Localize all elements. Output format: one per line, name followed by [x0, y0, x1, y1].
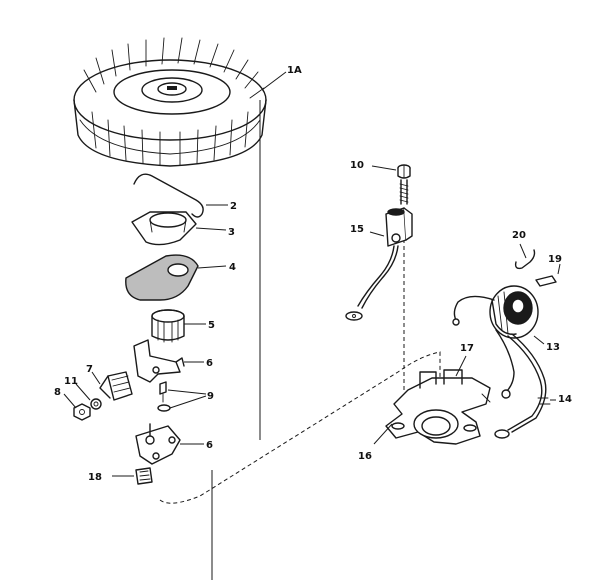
label-17: 17 — [460, 343, 474, 354]
key-part — [535, 263, 561, 287]
bushing-part — [151, 309, 206, 343]
label-4: 4 — [229, 262, 236, 273]
label-14: 14 — [558, 394, 572, 405]
label-7: 7 — [86, 364, 93, 375]
flywheel-part — [73, 37, 287, 167]
mounting-plate-part — [135, 423, 204, 465]
label-13: 13 — [546, 342, 560, 353]
screw-part — [371, 164, 411, 205]
label-6a: 6 — [206, 358, 213, 369]
breaker-points-part — [133, 339, 204, 383]
alignment-lines — [159, 100, 441, 580]
label-3: 3 — [228, 227, 235, 238]
coil-bracket-part — [373, 355, 491, 445]
hex-nut-part — [73, 403, 91, 421]
label-1a: 1A — [287, 65, 302, 76]
terminal-bracket-part — [99, 371, 133, 401]
label-8: 8 — [54, 387, 61, 398]
ignition-coil-part — [452, 285, 556, 439]
label-9: 9 — [207, 391, 214, 402]
label-2: 2 — [230, 201, 237, 212]
label-19: 19 — [548, 254, 562, 265]
label-15: 15 — [350, 224, 364, 235]
spring-wire-part — [514, 243, 536, 270]
label-16: 16 — [358, 451, 372, 462]
label-10: 10 — [350, 160, 364, 171]
gasket-part — [125, 254, 227, 301]
condenser-part — [345, 207, 413, 321]
label-18: 18 — [88, 472, 102, 483]
lock-washer-part — [90, 398, 102, 410]
dust-cover-part — [131, 211, 227, 246]
label-11: 11 — [64, 376, 78, 387]
felt-wick-part — [112, 467, 153, 485]
label-5: 5 — [208, 320, 215, 331]
spring-clip-part — [133, 173, 228, 218]
label-20: 20 — [512, 230, 526, 241]
label-6b: 6 — [206, 440, 213, 451]
screw-washer-part — [157, 381, 207, 412]
